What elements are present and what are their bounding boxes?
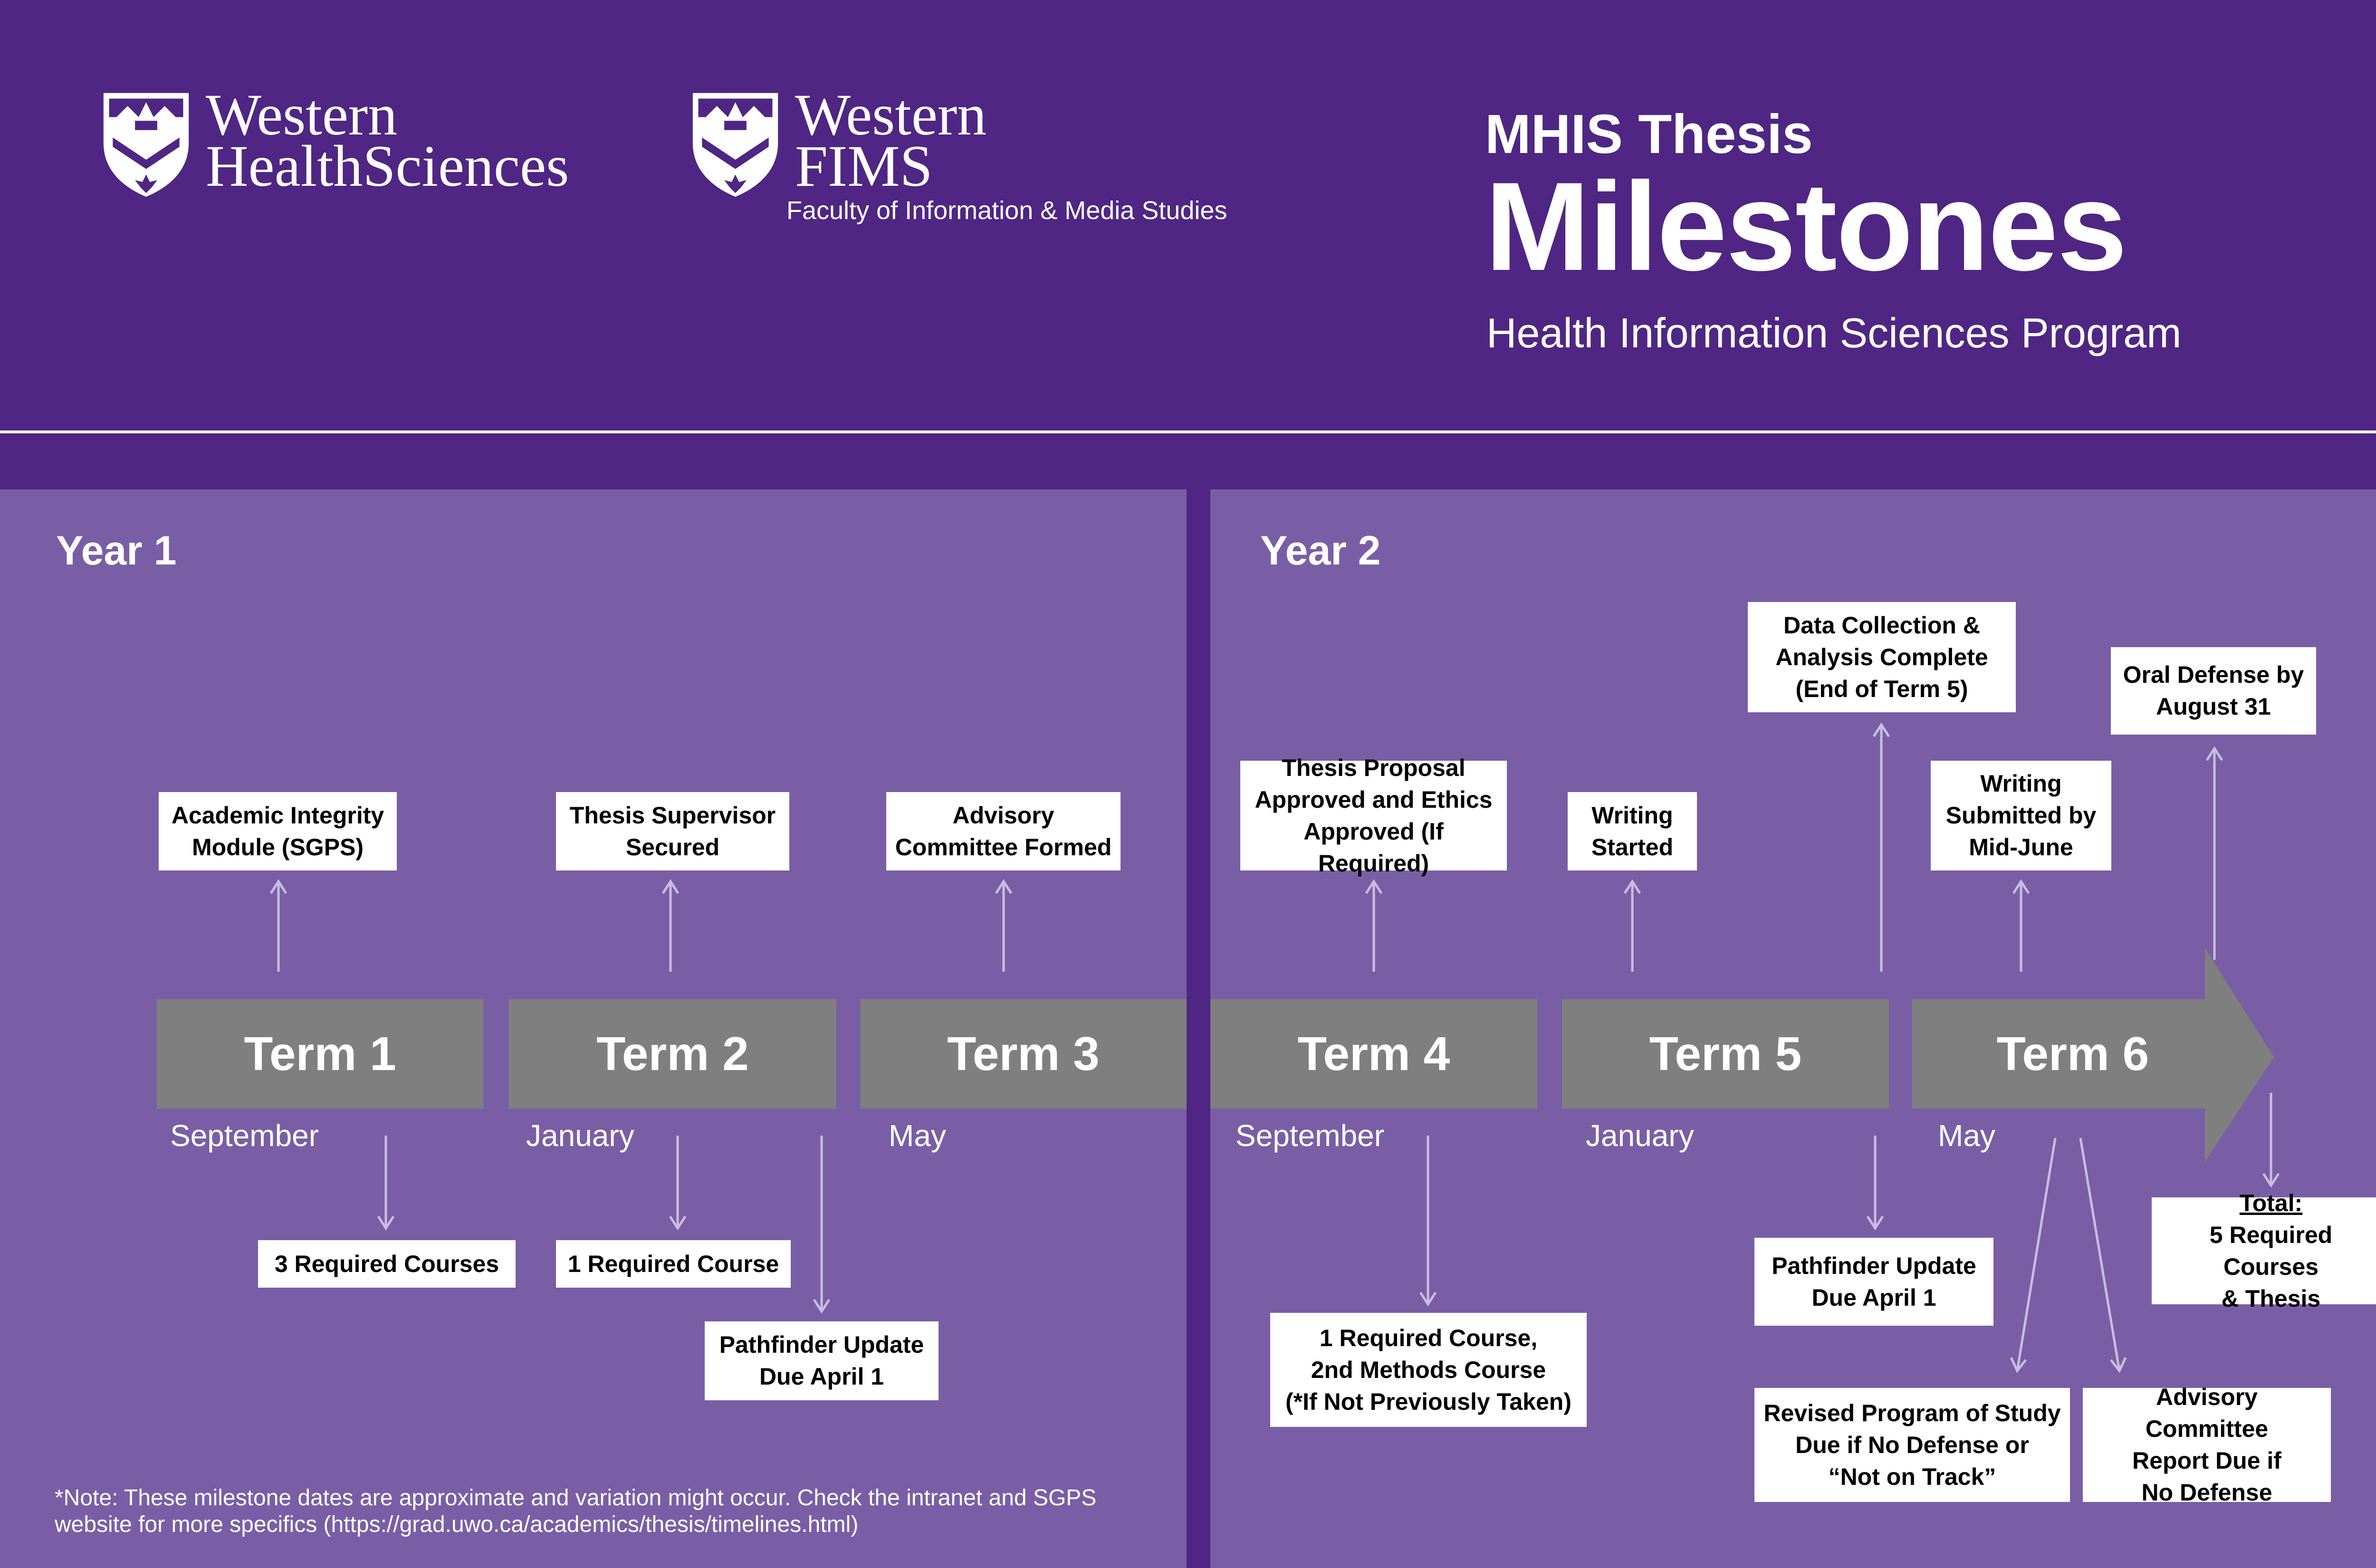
term-3: Term 3: [860, 999, 1187, 1109]
milestone-thesis-supervisor: Thesis Supervisor Secured: [556, 792, 789, 870]
logo-left-line1: Western: [206, 82, 398, 147]
term-4: Term 4: [1210, 999, 1537, 1109]
year1-label: Year 1: [56, 528, 177, 574]
milestone-pathfinder-update-year2: Pathfinder Update Due April 1: [1754, 1238, 1993, 1326]
month-term-6: May: [1938, 1119, 1995, 1153]
term-5: Term 5: [1562, 999, 1889, 1109]
milestone-writing-started: Writing Started: [1568, 792, 1697, 870]
milestone-3-required-courses: 3 Required Courses: [258, 1240, 516, 1288]
total-heading: Total:: [2239, 1189, 2303, 1216]
footnote: *Note: These milestone dates are approxi…: [55, 1485, 1097, 1537]
logo-right-line1: Western: [795, 82, 987, 147]
month-term-5: January: [1586, 1119, 1694, 1153]
milestone-advisory-report: Advisory Committee Report Due if No Defe…: [2083, 1384, 2331, 1506]
header: [0, 0, 2376, 489]
milestone-data-collection: Data Collection & Analysis Complete (End…: [1748, 602, 2016, 712]
header-divider: [0, 430, 2376, 433]
total-box: Total: 5 Required Courses & Thesis: [2152, 1190, 2376, 1312]
western-shield-icon: [692, 93, 778, 197]
milestone-methods-course: 1 Required Course, 2nd Methods Course (*…: [1270, 1313, 1587, 1427]
month-term-3: May: [889, 1119, 946, 1153]
term-6: Term 6: [1912, 999, 2233, 1109]
logo-left-line2: HealthSciences: [206, 134, 569, 199]
milestone-revised-program: Revised Program of Study Due if No Defen…: [1754, 1388, 2070, 1502]
year2-label: Year 2: [1260, 528, 1381, 574]
month-term-2: January: [526, 1119, 634, 1153]
western-shield-icon: [103, 93, 189, 197]
milestone-oral-defense: Oral Defense by August 31: [2111, 647, 2316, 735]
page-title: Milestones: [1485, 156, 2127, 297]
title-subtitle: Health Information Sciences Program: [1486, 309, 2182, 356]
milestone-academic-integrity: Academic Integrity Module (SGPS): [159, 792, 397, 870]
milestone-advisory-committee-formed: Advisory Committee Formed: [886, 792, 1121, 870]
month-term-1: September: [170, 1119, 319, 1153]
western-health-sciences-logo: Western HealthSciences: [100, 82, 569, 199]
western-fims-logo: Western FIMS Faculty of Information & Me…: [689, 82, 1227, 225]
total-text: 5 Required Courses & Thesis: [2209, 1221, 2333, 1312]
year-divider: [1187, 489, 1210, 1568]
logo-right-line2: FIMS: [795, 134, 933, 199]
milestone-pathfinder-update-year1: Pathfinder Update Due April 1: [705, 1321, 939, 1400]
milestone-1-required-course: 1 Required Course: [556, 1240, 791, 1288]
logo-right-subtitle: Faculty of Information & Media Studies: [786, 196, 1227, 225]
month-term-4: September: [1236, 1119, 1385, 1153]
milestone-writing-submitted: Writing Submitted by Mid-June: [1931, 761, 2111, 870]
term-1: Term 1: [157, 999, 483, 1109]
title-small: MHIS Thesis: [1485, 103, 1813, 165]
connector-arrows: [269, 722, 2280, 1373]
milestone-thesis-proposal: Thesis Proposal Approved and Ethics Appr…: [1240, 755, 1507, 877]
term-2: Term 2: [509, 999, 836, 1109]
